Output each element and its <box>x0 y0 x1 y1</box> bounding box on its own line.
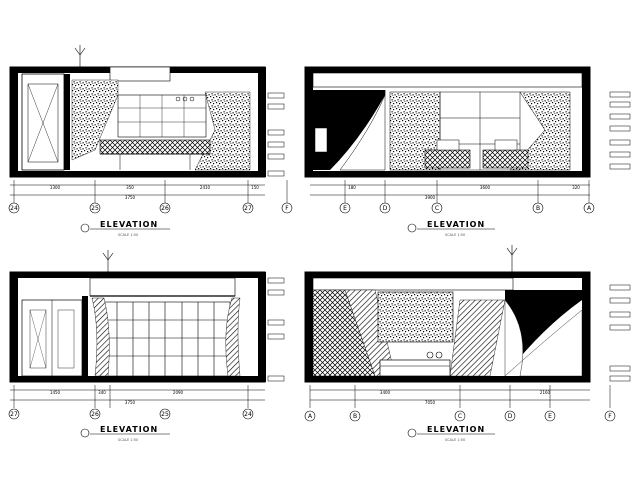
grid-marker-lines <box>74 45 518 272</box>
axis-label: E <box>548 413 552 420</box>
axis-label: B <box>353 413 357 420</box>
dim-3: 2410 <box>200 185 211 190</box>
dim-1: 1300 <box>50 185 61 190</box>
panel-title: ELEVATION <box>427 220 485 229</box>
axis-label: C <box>458 413 462 420</box>
dim-2: 3600 <box>480 185 491 190</box>
section-marker-icon <box>80 223 90 233</box>
dim-total: 7050 <box>425 400 436 405</box>
panel-title: ELEVATION <box>100 220 158 229</box>
dim-4: 150 <box>251 185 259 190</box>
dim-total: 3750 <box>125 400 136 405</box>
axis-label: A <box>587 205 592 212</box>
panel-scale: SCALE 1:50 <box>118 438 138 442</box>
section-marker-icon <box>407 223 417 233</box>
axis-label: 25 <box>91 205 99 212</box>
dim-1: 3400 <box>380 390 391 395</box>
axis-label: C <box>435 205 439 212</box>
elevation-panel-4: 3400 2160 7050 A B C D E F ELEVATION SCA… <box>304 271 631 442</box>
axis-label: E <box>343 205 347 212</box>
axis-label: 24 <box>244 411 252 418</box>
axis-label: D <box>383 205 388 212</box>
axis-label: 25 <box>161 411 169 418</box>
elevation-panel-3: 1450 340 2090 3750 27 26 25 24 ELEVATION… <box>8 271 285 442</box>
dim-total: 3900 <box>425 195 436 200</box>
axis-label: A <box>308 413 313 420</box>
panel-scale: SCALE 1:50 <box>445 233 465 237</box>
axis-label: 26 <box>161 205 169 212</box>
dim-3: 320 <box>572 185 580 190</box>
panel-scale: SCALE 1:50 <box>445 438 465 442</box>
axis-label: 24 <box>10 205 18 212</box>
axis-label: 27 <box>244 205 252 212</box>
axis-label: 27 <box>10 411 18 418</box>
panel-title: ELEVATION <box>100 425 158 434</box>
dim-2: 340 <box>98 390 106 395</box>
axis-label: 26 <box>91 411 99 418</box>
section-marker-icon <box>407 428 417 438</box>
dim-total: 3750 <box>125 195 136 200</box>
panel-scale: SCALE 1:50 <box>118 233 138 237</box>
dim-3: 2090 <box>173 390 184 395</box>
axis-label: B <box>536 205 540 212</box>
dim-2: 2160 <box>540 390 551 395</box>
elevation-panel-2: 180 3600 320 3900 E D C B A ELEVATION SC… <box>304 66 631 237</box>
dim-1: 180 <box>348 185 356 190</box>
panel-title: ELEVATION <box>427 425 485 434</box>
dim-1: 1450 <box>50 390 61 395</box>
axis-label: D <box>508 413 513 420</box>
dim-2: 350 <box>126 185 134 190</box>
axis-label: F <box>285 205 289 212</box>
elevation-panel-1: 1300 350 2410 150 3750 24 25 26 27 F ELE… <box>8 66 293 237</box>
section-marker-icon <box>80 428 90 438</box>
axis-label: F <box>608 413 612 420</box>
